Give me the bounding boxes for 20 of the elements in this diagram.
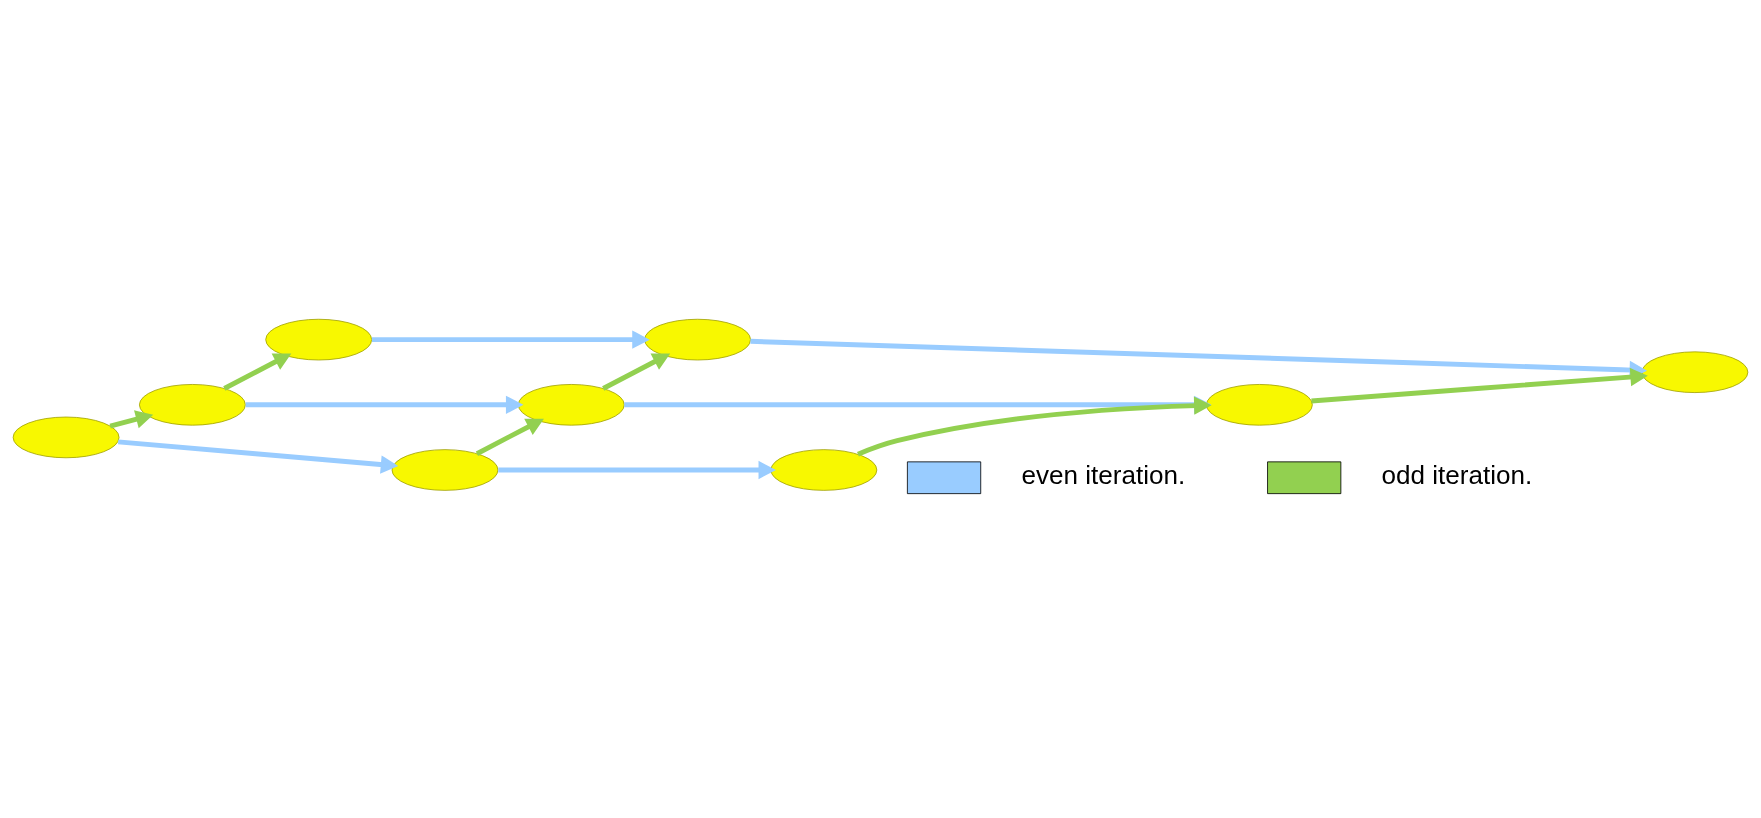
arrow xyxy=(1311,367,1648,403)
node-disc xyxy=(1206,383,1313,426)
node-disc xyxy=(770,448,878,491)
legend-label: even iteration. xyxy=(1021,459,1186,490)
node-disc xyxy=(1641,350,1749,393)
arrow xyxy=(602,352,671,391)
arrow xyxy=(475,418,544,456)
arrow xyxy=(109,409,154,428)
legend-label: odd iteration. xyxy=(1381,459,1533,490)
arrow xyxy=(117,438,399,474)
arrow xyxy=(498,460,776,479)
node-disc xyxy=(265,318,373,360)
node-disc xyxy=(12,416,120,458)
node-disc xyxy=(517,383,625,426)
node-disc xyxy=(644,318,751,360)
node-disc xyxy=(139,383,246,426)
arrow xyxy=(245,395,524,414)
arrow xyxy=(371,329,650,349)
arrow xyxy=(223,352,292,391)
node-disc xyxy=(391,448,499,491)
